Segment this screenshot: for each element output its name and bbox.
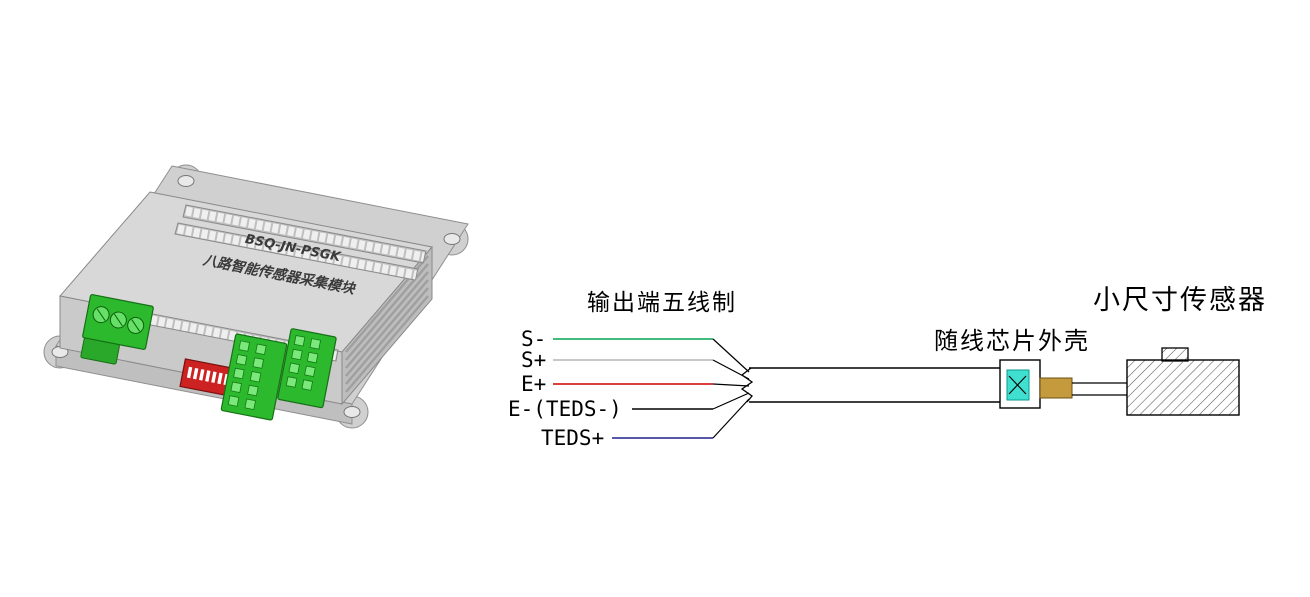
chip-wire-marks (1008, 375, 1027, 395)
cable-break-edge (740, 367, 754, 403)
wire-row-s-plus: S+ (521, 348, 713, 372)
sensor-body (1126, 347, 1240, 416)
sensor-tab (1161, 347, 1189, 362)
screw-terminals (92, 306, 145, 334)
wire-convergence (712, 338, 750, 439)
sensor-leads (1072, 382, 1127, 396)
cable (749, 367, 1000, 403)
bottom-terminal-block-2 (277, 328, 337, 409)
dip-switch (179, 358, 240, 398)
sensor-block (1126, 359, 1240, 416)
wire-row-e-minus-teds-minus: E-(TEDS-) (508, 397, 713, 421)
module-illustration: BSQ-JN-PSGK 八路智能传感器采集模块 (43, 164, 469, 429)
wire-label-teds-plus: TEDS+ (541, 426, 604, 450)
terminal-strip-top-1 (182, 204, 427, 264)
sensor-label: 小尺寸传感器 (1093, 285, 1267, 316)
wire-label-s-minus: S- (521, 327, 546, 351)
left-terminal-block (80, 294, 154, 365)
wiring-diagram: 输出端五线制 随线芯片外壳 小尺寸传感器 S- S+ E+ E-(TEDS-) … (508, 285, 1267, 450)
cable-sleeve (1039, 377, 1073, 399)
wire-label-s-plus: S+ (521, 348, 546, 372)
wire-row-s-minus: S- (521, 327, 713, 351)
bottom-terminal-block-1 (220, 333, 288, 421)
wire-row-teds-plus: TEDS+ (541, 426, 713, 450)
terminal-strip-top-2 (174, 222, 419, 281)
wire-label-e-plus: E+ (521, 372, 546, 396)
chip-housing (999, 359, 1073, 409)
output-heading: 输出端五线制 (587, 290, 737, 316)
chip-housing-label: 随线芯片外壳 (934, 327, 1090, 355)
wire-label-e-minus-teds-minus: E-(TEDS-) (508, 397, 622, 421)
wire-row-e-plus: E+ (521, 372, 713, 396)
